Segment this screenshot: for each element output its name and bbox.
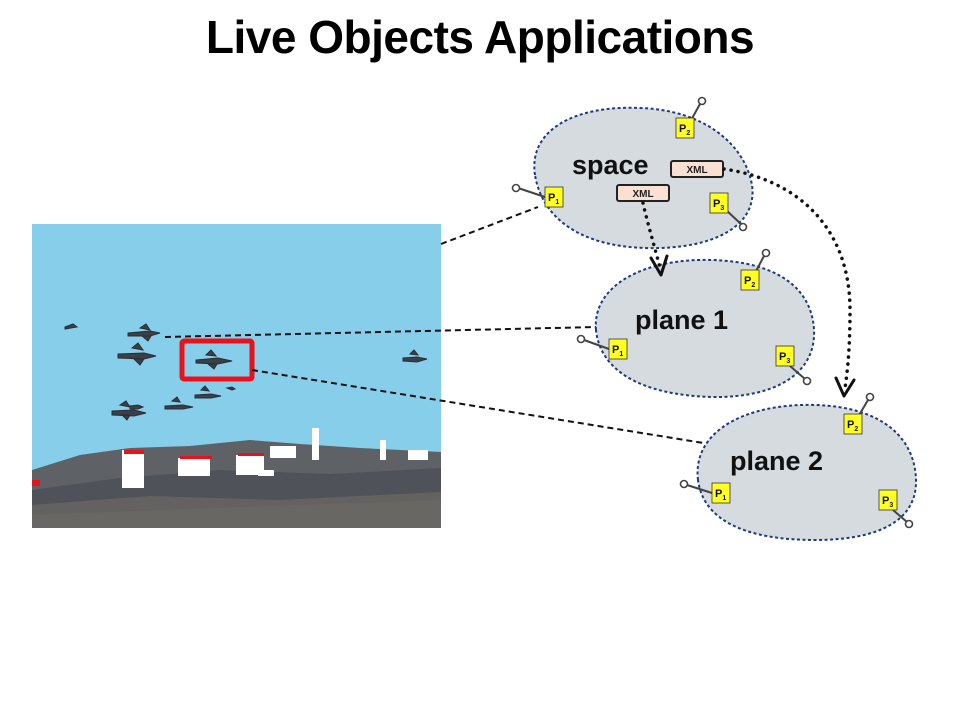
plane2-object[interactable]: plane 2 P1 P2 P3: [679, 392, 918, 542]
buildings: [122, 428, 428, 488]
plane2-blob: [696, 403, 918, 542]
svg-text:P1: P1: [612, 344, 623, 358]
space-object[interactable]: space XML XML P1 P2 P3: [511, 96, 754, 250]
xml-tag-top: XML: [670, 160, 724, 178]
space-port-p1[interactable]: P1: [511, 183, 564, 208]
plane2-port-p1[interactable]: P1: [679, 479, 731, 504]
plane1-port-p1[interactable]: P1: [576, 334, 628, 360]
jet-formation: [64, 323, 428, 421]
svg-text:P3: P3: [713, 198, 724, 212]
connection-lines: [164, 206, 723, 447]
message-arrows: [641, 167, 856, 398]
svg-text:P3: P3: [779, 351, 790, 365]
space-blob: [533, 106, 754, 250]
plane1-port-p3[interactable]: P3: [775, 345, 812, 386]
plane2-port-p3[interactable]: P3: [878, 489, 914, 529]
plane1-object[interactable]: plane 1 P1 P2 P3: [576, 248, 816, 399]
svg-text:P1: P1: [715, 488, 726, 502]
xml-tag-bottom: XML: [616, 184, 670, 202]
slide-title: Live Objects Applications: [205, 11, 755, 63]
scene-to-space-line: [440, 206, 539, 245]
svg-text:P2: P2: [847, 419, 858, 433]
space-label: space: [572, 150, 649, 180]
svg-text:XML: XML: [632, 189, 653, 200]
plane2-label: plane 2: [730, 446, 823, 476]
space-port-p2[interactable]: P2: [675, 96, 707, 139]
simulation-screenshot: [32, 224, 441, 528]
selection-highlight: [179, 338, 255, 382]
svg-text:P2: P2: [679, 123, 690, 137]
svg-text:P3: P3: [882, 495, 893, 509]
svg-text:P1: P1: [548, 192, 559, 206]
svg-text:XML: XML: [686, 165, 707, 176]
plane1-label: plane 1: [635, 305, 728, 335]
xml-to-plane1-arrow: [641, 201, 662, 270]
svg-text:P2: P2: [744, 275, 755, 289]
space-port-p3[interactable]: P3: [709, 192, 748, 232]
plane1-port-p2[interactable]: P2: [740, 248, 771, 291]
plane2-port-p2[interactable]: P2: [843, 392, 875, 435]
plane1-arrowhead: [649, 254, 669, 277]
plane1-blob: [594, 258, 816, 399]
plane2-arrowhead: [834, 376, 856, 398]
jet-to-plane1-line: [164, 326, 597, 338]
